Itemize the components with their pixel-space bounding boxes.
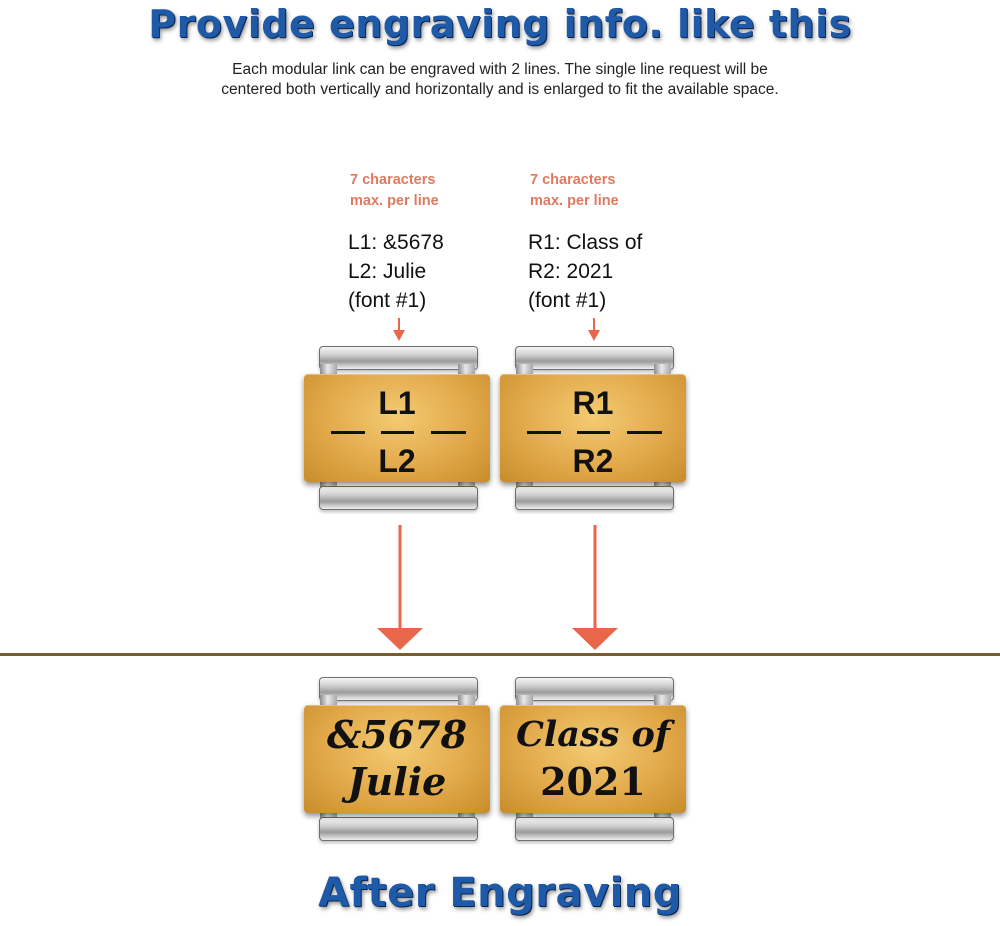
dash: [331, 431, 365, 434]
line-1-marker: R1: [572, 385, 614, 421]
right-link-spec: 7 characters max. per line R1: Class of …: [528, 170, 698, 315]
left-entry-line-2: L2: Julie: [348, 260, 427, 283]
steel-top-plate: [319, 677, 478, 701]
left-link-engraved: &5678 Julie: [304, 677, 490, 847]
right-char-limit: 7 characters max. per line: [528, 170, 698, 212]
engraved-line-2: Julie: [347, 759, 447, 804]
gold-face: L1 L2: [304, 374, 490, 482]
engraved-line-1: &5678: [326, 712, 468, 757]
right-entry-line-1: R1: Class of: [528, 231, 643, 254]
gold-face: Class of 2021: [500, 705, 686, 813]
right-small-arrow-icon: [588, 330, 600, 341]
steel-top-plate: [515, 677, 674, 701]
divider: [0, 653, 1000, 656]
engraved-line-2: 2021: [540, 759, 646, 804]
right-link-template: R1 R2: [500, 346, 686, 516]
after-engraving-title: After Engraving: [318, 870, 682, 916]
right-entry: R1: Class of R2: 2021 (font #1): [528, 228, 698, 315]
left-char-limit: 7 characters max. per line: [348, 170, 518, 212]
page-title: Provide engraving info. like this: [148, 2, 852, 46]
dash: [381, 431, 414, 434]
gold-face: R1 R2: [500, 374, 686, 482]
left-small-arrow-icon: [393, 330, 405, 341]
left-link-spec: 7 characters max. per line L1: &5678 L2:…: [348, 170, 518, 315]
right-char-limit-line-2: max. per line: [530, 193, 619, 209]
description: Each modular link can be engraved with 2…: [0, 60, 1000, 100]
steel-top-plate: [515, 346, 674, 370]
left-char-limit-line-1: 7 characters: [350, 172, 436, 188]
dash: [577, 431, 610, 434]
steel-bottom-plate: [515, 817, 674, 841]
dash: [627, 431, 662, 434]
gold-face: &5678 Julie: [304, 705, 490, 813]
dash: [431, 431, 466, 434]
steel-bottom-plate: [319, 486, 478, 510]
left-entry: L1: &5678 L2: Julie (font #1): [348, 228, 518, 315]
dash: [527, 431, 561, 434]
description-line-2: centered both vertically and horizontall…: [221, 81, 779, 98]
left-char-limit-line-2: max. per line: [350, 193, 439, 209]
steel-bottom-plate: [319, 817, 478, 841]
steel-top-plate: [319, 346, 478, 370]
steel-bottom-plate: [515, 486, 674, 510]
right-link-engraved: Class of 2021: [500, 677, 686, 847]
line-1-marker: L1: [378, 385, 416, 421]
right-big-arrow-icon: [572, 628, 618, 650]
left-big-arrow-icon: [377, 628, 423, 650]
left-entry-line-1: L1: &5678: [348, 231, 444, 254]
line-2-marker: R2: [572, 443, 614, 479]
right-char-limit-line-1: 7 characters: [530, 172, 616, 188]
engraved-line-1: Class of: [516, 714, 670, 755]
right-entry-line-2: R2: 2021: [528, 260, 614, 283]
description-line-1: Each modular link can be engraved with 2…: [232, 61, 768, 78]
right-entry-font: (font #1): [528, 289, 607, 312]
left-entry-font: (font #1): [348, 289, 427, 312]
left-link-template: L1 L2: [304, 346, 490, 516]
line-2-marker: L2: [378, 443, 416, 479]
